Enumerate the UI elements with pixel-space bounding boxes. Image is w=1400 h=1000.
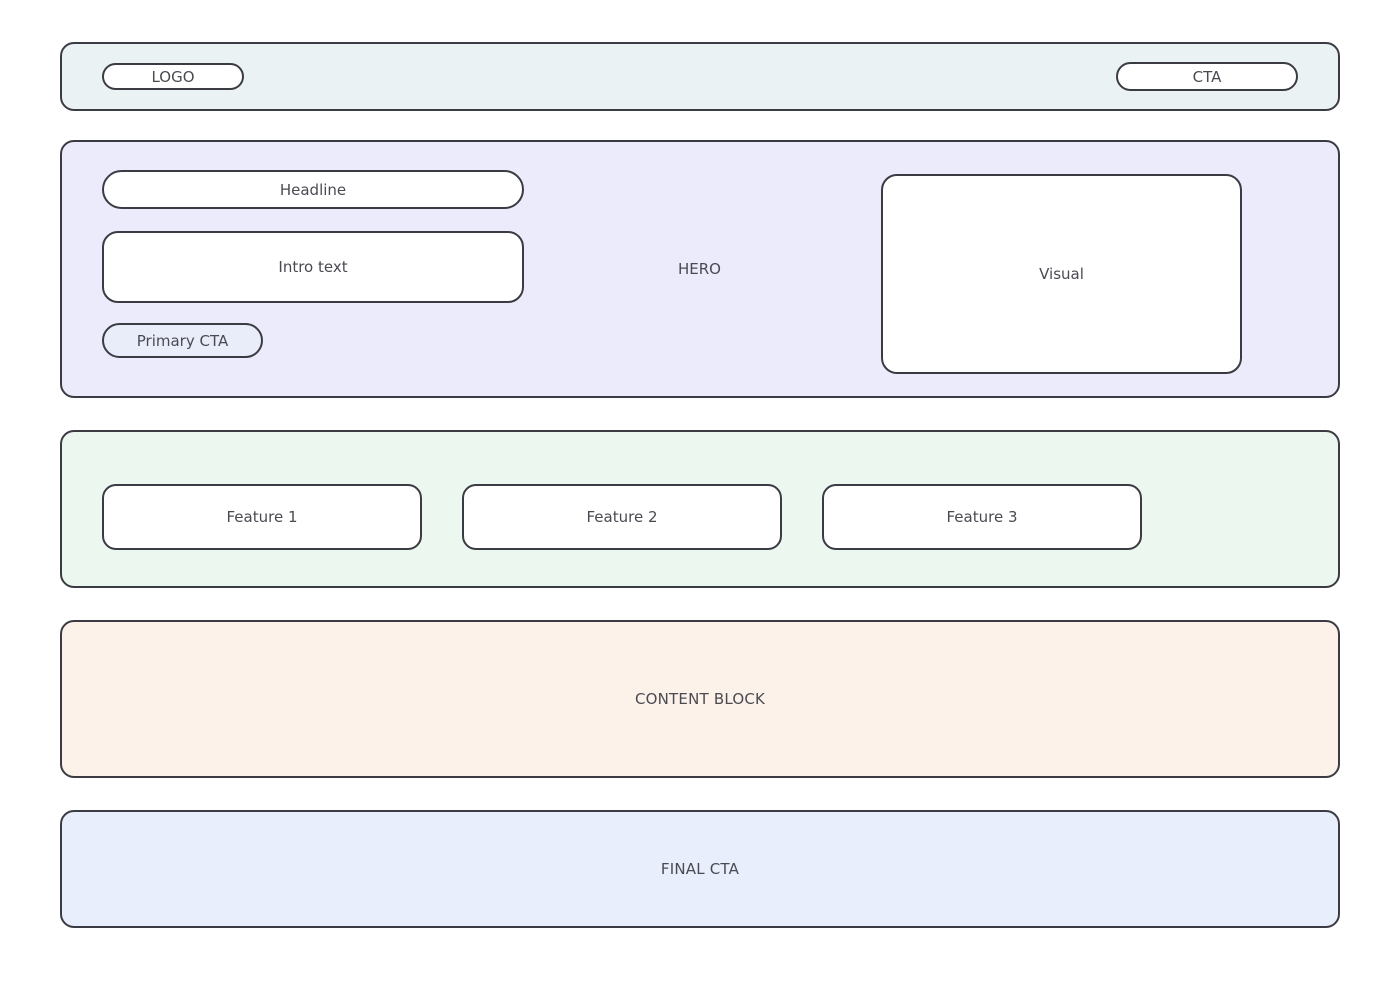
- hero-primary-cta-button[interactable]: Primary CTA: [102, 323, 263, 358]
- hero-section: HERO Headline Intro text Primary CTA Vis…: [60, 140, 1340, 398]
- logo-placeholder[interactable]: LOGO: [102, 63, 244, 90]
- header-section: LOGO CTA: [60, 42, 1340, 111]
- hero-visual-placeholder: Visual: [881, 174, 1242, 374]
- hero-intro-text-placeholder: Intro text: [102, 231, 524, 303]
- header-cta-button[interactable]: CTA: [1116, 62, 1298, 91]
- final-cta-label: FINAL CTA: [660, 860, 740, 878]
- hero-text-column: Headline Intro text Primary CTA: [102, 170, 524, 358]
- features-row: Feature 1 Feature 2 Feature 3: [102, 484, 1302, 550]
- final-cta-section[interactable]: FINAL CTA: [60, 810, 1340, 928]
- content-block-section: CONTENT BLOCK: [60, 620, 1340, 778]
- content-block-label: CONTENT BLOCK: [634, 690, 766, 708]
- feature-card-1[interactable]: Feature 1: [102, 484, 422, 550]
- hero-headline-placeholder: Headline: [102, 170, 524, 209]
- feature-card-3[interactable]: Feature 3: [822, 484, 1142, 550]
- features-section: Feature 1 Feature 2 Feature 3: [60, 430, 1340, 588]
- feature-card-2[interactable]: Feature 2: [462, 484, 782, 550]
